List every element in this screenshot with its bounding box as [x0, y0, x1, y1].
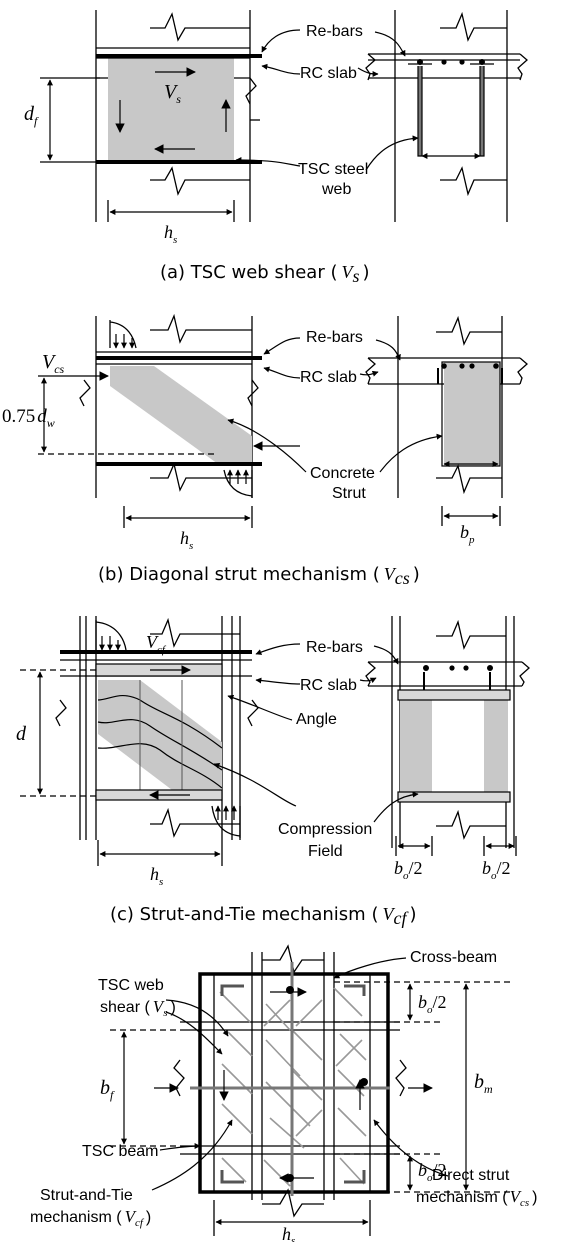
label-tsc-steel-web-2: web — [321, 181, 351, 198]
symbol-bf: bf — [100, 1077, 115, 1102]
symbol-hs-c: hs — [150, 864, 163, 888]
label-angle: Angle — [296, 711, 337, 728]
symbol-bo-left: bo/2 — [394, 858, 423, 882]
panel-c-elevation — [20, 616, 259, 866]
label-strut-and-tie-2: mechanism (Vcf) — [30, 1207, 151, 1229]
label-direct-strut-2: mechanism (Vcs) — [416, 1187, 537, 1209]
label-tsc-web-shear-1: TSC web — [98, 977, 164, 994]
panel-c-section — [365, 616, 530, 856]
label-rebars-b: Re-bars — [306, 329, 363, 346]
symbol-bo-bottom: bo/2 — [418, 1160, 447, 1184]
panel-b-section — [365, 315, 528, 526]
label-strut-and-tie-1: Strut-and-Tie — [40, 1187, 133, 1204]
panel-d: Cross-beam TSC web shear (Vs) TSC beam S… — [30, 944, 537, 1242]
symbol-bm: bm — [474, 1071, 493, 1096]
symbol-bo-right: bo/2 — [482, 858, 511, 882]
panel-c: Re-bars RC slab Angle Compression Field … — [16, 616, 530, 928]
label-concrete-strut-2: Strut — [332, 485, 366, 502]
symbol-df: df — [24, 103, 39, 128]
label-rebars-a: Re-bars — [306, 23, 363, 40]
symbol-vcf-c: Vcf — [146, 632, 167, 656]
label-tsc-beam: TSC beam — [82, 1143, 158, 1160]
label-compression-field-1: Compression — [278, 821, 372, 838]
label-tsc-web-shear-2: shear (Vs) — [100, 997, 176, 1019]
symbol-vcs-b: Vcs — [42, 351, 65, 376]
symbol-hs-b: hs — [180, 528, 193, 552]
symbol-vs-a: Vs — [164, 81, 181, 106]
panel-a-section — [365, 10, 528, 222]
panel-a: Re-bars RC slab TSC steel web df Vs hs (… — [24, 10, 528, 286]
symbol-hs-a: hs — [164, 222, 177, 246]
panel-b-elevation — [38, 313, 300, 528]
label-direct-strut-1: Direct strut — [432, 1167, 510, 1184]
label-concrete-strut-1: Concrete — [310, 465, 375, 482]
symbol-bo-top: bo/2 — [418, 992, 447, 1016]
label-rebars-c: Re-bars — [306, 639, 363, 656]
label-rc-slab-b: RC slab — [300, 369, 357, 386]
caption-b: (b) Diagonal strut mechanism (Vcs) — [98, 564, 420, 588]
label-rc-slab-a: RC slab — [300, 65, 357, 82]
symbol-d: d — [16, 723, 27, 745]
symbol-hs-d: hs — [282, 1224, 295, 1242]
caption-a: (a) TSC web shear (Vs) — [160, 262, 370, 286]
label-tsc-steel-web-1: TSC steel — [298, 161, 368, 178]
label-rc-slab-c: RC slab — [300, 677, 357, 694]
symbol-bp: bp — [460, 522, 475, 546]
caption-c: (c) Strut-and-Tie mechanism (Vcf) — [110, 904, 417, 928]
label-compression-field-2: Field — [308, 843, 343, 860]
label-cross-beam: Cross-beam — [410, 949, 497, 966]
panel-a-elevation — [40, 10, 262, 222]
